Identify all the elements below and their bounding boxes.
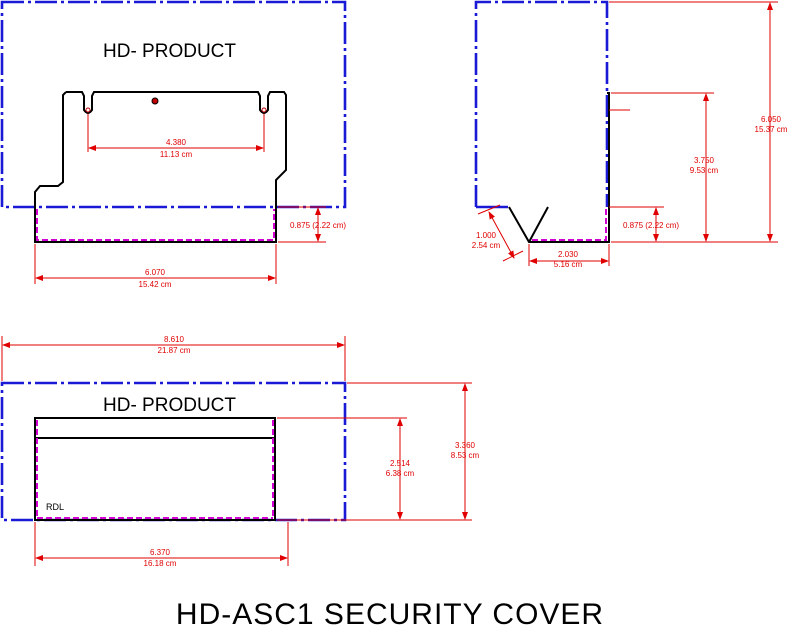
dim-cover-height-cm: 6.38 cm — [386, 469, 415, 478]
front-cover-tray — [34, 207, 277, 243]
bottom-cover-outline — [34, 417, 276, 521]
front-cover-inner — [36, 209, 275, 241]
dim-overall-width-cm: 21.87 cm — [158, 346, 191, 355]
front-product-outline — [0, 0, 347, 209]
side-cover-inner — [532, 209, 607, 241]
rdl-label: RDL — [46, 502, 64, 512]
side-cover-profile — [508, 92, 610, 243]
bottom-view: HD- PRODUCT RDL 8.610 21.87 cm 2.514 6.3… — [0, 335, 480, 568]
dim-width-in: 6.070 — [145, 268, 166, 277]
dim-base-cm: 5.16 cm — [554, 260, 583, 269]
dim-hole-spacing-cm: 11.13 cm — [160, 150, 193, 159]
dim-depth-front: 0.875 (2.22 cm) — [290, 221, 346, 230]
dim-overall-width-in: 8.610 — [164, 335, 185, 344]
side-cover-lip — [528, 206, 549, 243]
front-view: HD- PRODUCT 4.380 11.13 cm 0.875 (2.22 c… — [0, 0, 347, 289]
front-center-hole — [151, 97, 159, 105]
dim-overall-height-in: 6.050 — [761, 115, 782, 124]
dim-width-cm: 15.42 cm — [139, 280, 172, 289]
front-left-slot — [85, 107, 91, 113]
dim-base-in: 2.030 — [558, 250, 579, 259]
dim-cover-width-cm: 16.18 cm — [144, 559, 177, 568]
dim-angle-leg-in: 1.000 — [476, 231, 497, 240]
dim-cover-width-in: 6.370 — [150, 548, 171, 557]
dim-line-angle-leg — [488, 211, 515, 259]
front-right-slot — [261, 107, 267, 113]
side-product-outline — [474, 0, 609, 207]
front-bracket-outline — [34, 91, 287, 207]
bottom-cover-inner — [36, 420, 274, 519]
dim-hole-spacing-in: 4.380 — [166, 138, 187, 147]
dim-mount-height-cm: 9.53 cm — [690, 166, 719, 175]
dim-overall-height-bottom-in: 3.360 — [455, 441, 476, 450]
drawing-title: HD-ASC1 SECURITY COVER — [176, 598, 604, 631]
dim-depth-side: 0.875 (2.22 cm) — [623, 221, 679, 230]
front-product-label: HD- PRODUCT — [103, 41, 236, 62]
side-view: 6.050 15.37 cm 3.750 9.53 cm 0.875 (2.22… — [472, 0, 788, 269]
dim-mount-height-in: 3.750 — [694, 156, 715, 165]
dim-cover-height-in: 2.514 — [390, 459, 411, 468]
dim-overall-height-cm: 15.37 cm — [755, 125, 788, 134]
bottom-product-outline — [0, 381, 347, 522]
dim-overall-height-bottom-cm: 8.53 cm — [451, 451, 480, 460]
dim-angle-leg-cm: 2.54 cm — [472, 241, 501, 250]
bottom-product-label: HD- PRODUCT — [103, 395, 236, 416]
dim-ext-line — [477, 204, 501, 215]
